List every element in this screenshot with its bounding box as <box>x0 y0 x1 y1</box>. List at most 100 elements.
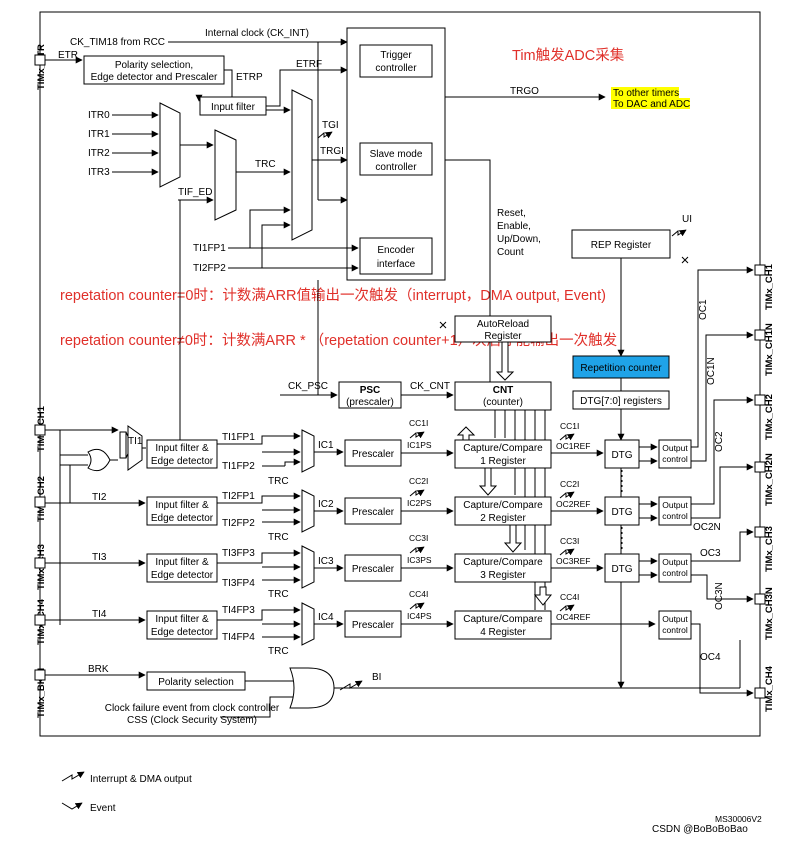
slave-line1: Slave mode <box>370 149 423 160</box>
label-cc4i-in: CC4I <box>409 589 428 599</box>
dtg-3-label: DTG <box>611 564 632 575</box>
prescaler-1-label: Prescaler <box>352 449 395 460</box>
cc1-line2: 1 Register <box>480 456 526 467</box>
label-trgo: TRGO <box>510 86 539 97</box>
label-ti2: TI2 <box>92 492 107 503</box>
clock-fail-line1: Clock failure event from clock controlle… <box>105 703 280 714</box>
pad-ch1-out <box>754 264 766 276</box>
trgo-dest1: To other timers <box>613 88 679 99</box>
dtg-2-box <box>604 496 640 526</box>
trigger-controller-box <box>359 44 433 78</box>
label-bi: BI <box>372 672 381 683</box>
pad-ch1 <box>34 424 46 436</box>
slave-mode-box <box>359 142 433 176</box>
label-itr1: ITR1 <box>88 129 110 140</box>
label-fp-bot-1: TI1FP2 <box>222 461 255 472</box>
input-filter-3-box <box>146 553 218 583</box>
input-filter-1-l2: Edge detector <box>151 456 214 467</box>
rep-register-label: REP Register <box>591 240 652 251</box>
label-cc3i-out: CC3I <box>560 536 579 546</box>
label-oc3ref: OC3REF <box>556 556 590 566</box>
label-oc4ref: OC4REF <box>556 612 590 622</box>
label-ui: UI <box>682 214 692 225</box>
input-filter-2-box <box>146 496 218 526</box>
capture-compare-4-box <box>454 610 552 640</box>
label-oc1ref: OC1REF <box>556 441 590 451</box>
encoder-box <box>359 237 433 275</box>
slave-line2: controller <box>375 162 417 173</box>
pad-ch3n-out <box>754 593 766 605</box>
polarity-etr-line2: Edge detector and Prescaler <box>91 72 218 83</box>
pad-ch2n-out <box>754 461 766 473</box>
polarity-brk-label: Polarity selection <box>158 677 234 688</box>
interrupt-dma-icon <box>61 771 85 782</box>
label-brk: BRK <box>88 664 109 675</box>
label-ic4: IC4 <box>318 612 334 623</box>
rep-register-box <box>571 229 671 259</box>
ui-event-icon <box>681 256 689 264</box>
input-filter-1-l1: Input filter & <box>155 443 209 454</box>
oc-ctrl-2-l1: Output <box>662 500 688 510</box>
capture-compare-1-box <box>454 439 552 469</box>
repetition-counter-label: Repetition counter <box>580 363 662 374</box>
label-trc-1: TRC <box>268 476 289 487</box>
autoreload-line1: AutoReload <box>477 319 529 330</box>
ti1-mux <box>127 425 143 471</box>
input-filter-2-l1: Input filter & <box>155 500 209 511</box>
pad-ch2-out <box>754 394 766 406</box>
trgi-mux <box>291 89 313 241</box>
label-oc2n: OC2N <box>693 522 721 533</box>
reset-3: Up/Down, <box>497 234 541 245</box>
cc3-line2: 3 Register <box>480 570 526 581</box>
input-filter-1-box <box>146 439 218 469</box>
ic2-mux <box>301 489 315 533</box>
label-cc2i-in: CC2I <box>409 476 428 486</box>
label-fp-top-1: TI1FP1 <box>222 432 255 443</box>
clock-fail-line2: CSS (Clock Security System) <box>127 715 257 726</box>
cc1-line1: Capture/Compare <box>463 443 543 454</box>
prescaler-4-box <box>344 610 402 638</box>
dtg-3-box <box>604 553 640 583</box>
event-icon <box>61 802 83 810</box>
output-control-3-box <box>658 553 692 583</box>
input-filter-4-l2: Edge detector <box>151 627 214 638</box>
ic3-mux <box>301 545 315 589</box>
label-ck-cnt: CK_CNT <box>410 381 450 392</box>
label-trc-3: TRC <box>268 589 289 600</box>
label-tgi: TGI <box>322 120 339 131</box>
output-control-4-box <box>658 610 692 640</box>
trigger-line2: controller <box>375 63 417 74</box>
label-oc3n: OC3N <box>714 582 725 610</box>
label-trc-4: TRC <box>268 646 289 657</box>
oc-ctrl-4-l2: control <box>662 625 688 635</box>
dtg-registers-label: DTG[7:0] registers <box>580 396 662 407</box>
pad-etr <box>34 54 46 66</box>
oc-ctrl-1-l1: Output <box>662 443 688 453</box>
label-cc4i-out: CC4I <box>560 592 579 602</box>
diagram-frame <box>39 11 761 737</box>
label-ck-tim18: CK_TIM18 from RCC <box>70 37 165 48</box>
label-trc-top: TRC <box>255 159 276 170</box>
label-oc4: OC4 <box>700 652 721 663</box>
autoreload-box <box>454 315 552 343</box>
pin-ch1-out: TIMx_CH1 <box>764 263 775 310</box>
dtg-1-box <box>604 439 640 469</box>
pad-ch2 <box>34 496 46 508</box>
label-fp-top-3: TI3FP3 <box>222 548 255 559</box>
label-cc1i-in: CC1I <box>409 418 428 428</box>
polarity-etr-line1: Polarity selection, <box>115 60 193 71</box>
legend-interrupt: Interrupt & DMA output <box>90 774 192 785</box>
autoreload-line2: Register <box>484 331 522 342</box>
label-ti1: TI1 <box>128 436 143 447</box>
input-filter-3-l1: Input filter & <box>155 557 209 568</box>
input-filter-label: Input filter <box>211 102 256 113</box>
pin-ch2-out: TIMx_CH2 <box>764 394 775 440</box>
label-cc1i-out: CC1I <box>560 421 579 431</box>
label-ti4: TI4 <box>92 609 107 620</box>
reset-4: Count <box>497 247 524 258</box>
label-ic1: IC1 <box>318 440 334 451</box>
dtg-1-label: DTG <box>611 450 632 461</box>
oc-ctrl-3-l1: Output <box>662 557 688 567</box>
label-oc2: OC2 <box>714 431 725 452</box>
cnt-line2: (counter) <box>483 397 523 408</box>
